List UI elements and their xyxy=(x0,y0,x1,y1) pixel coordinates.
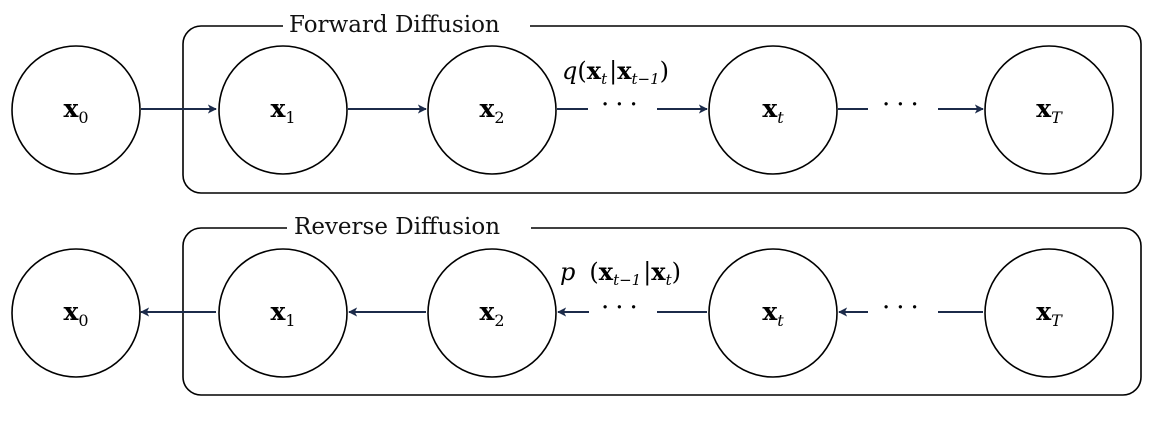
reverse-ellipsis-1: ··· xyxy=(601,293,644,323)
forward-title: Forward Diffusion xyxy=(289,12,500,38)
svg-text:xT: xT xyxy=(1036,94,1063,127)
reverse-node-xt: xt xyxy=(708,248,838,378)
forward-ellipsis-1: ··· xyxy=(601,90,644,120)
svg-text:xt: xt xyxy=(762,297,784,330)
svg-text:xT: xT xyxy=(1036,297,1063,330)
forward-row: Forward Diffusion ··· ··· q(xt|xt−1) x0 … xyxy=(11,12,1142,194)
reverse-node-xT: xT xyxy=(984,248,1114,378)
reverse-title: Reverse Diffusion xyxy=(294,214,500,240)
forward-node-xt: xt xyxy=(708,45,838,175)
reverse-node-x0: x0 xyxy=(11,248,141,378)
reverse-node-x1: x1 xyxy=(218,248,348,378)
svg-text:x1: x1 xyxy=(270,94,295,127)
svg-text:x2: x2 xyxy=(479,94,504,127)
svg-text:xt: xt xyxy=(762,94,784,127)
reverse-equation: p(xt−1|xt) xyxy=(560,257,681,289)
forward-node-xT: xT xyxy=(984,45,1114,175)
forward-node-x2: x2 xyxy=(427,45,557,175)
forward-ellipsis-2: ··· xyxy=(882,90,925,120)
reverse-ellipsis-2: ··· xyxy=(882,293,925,323)
forward-node-x0: x0 xyxy=(11,45,141,175)
forward-equation: q(xt|xt−1) xyxy=(562,56,669,88)
forward-node-x1: x1 xyxy=(218,45,348,175)
svg-text:x2: x2 xyxy=(479,297,504,330)
svg-text:x0: x0 xyxy=(63,297,88,330)
reverse-row: Reverse Diffusion ··· ··· p(xt−1|xt) x0 … xyxy=(11,214,1142,396)
svg-text:x1: x1 xyxy=(270,297,295,330)
svg-text:x0: x0 xyxy=(63,94,88,127)
reverse-node-x2: x2 xyxy=(427,248,557,378)
